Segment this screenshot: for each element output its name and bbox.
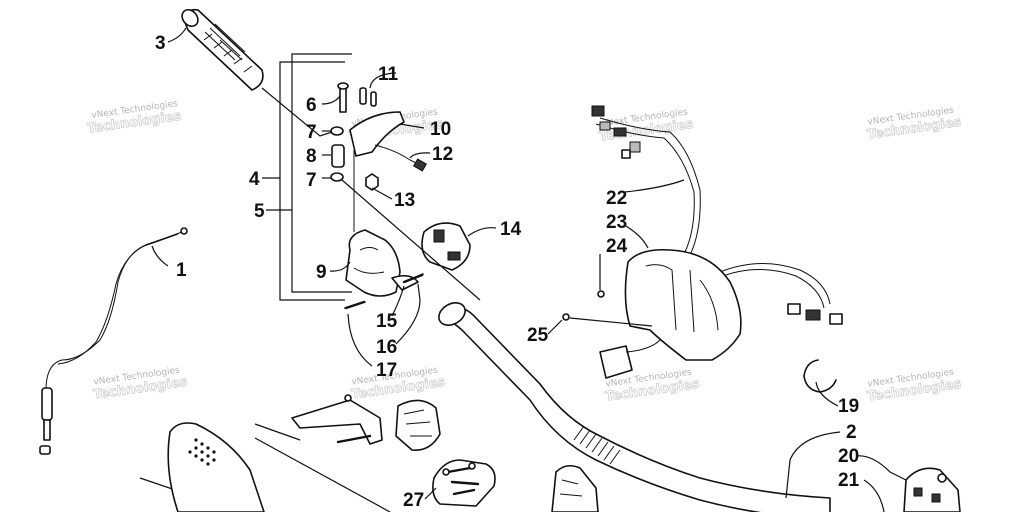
- callout-13: 13: [394, 190, 415, 211]
- callout-2: 2: [846, 422, 857, 443]
- assembly-bracket: [279, 53, 352, 301]
- callout-6: 6: [306, 95, 317, 116]
- throttle-housing: [345, 150, 419, 297]
- handlebar: [438, 302, 831, 512]
- right-control-block: [903, 467, 961, 512]
- hand-guard: [139, 422, 391, 512]
- callout-1: 1: [176, 260, 187, 281]
- bolt-stack: [330, 82, 349, 182]
- brake-lever: [291, 394, 441, 451]
- callout-25: 25: [527, 325, 549, 346]
- wiring-harness: [591, 105, 843, 325]
- handlebar-switch: [421, 222, 471, 271]
- leader-lines: [151, 27, 907, 512]
- retaining-ring: [803, 359, 837, 393]
- callout-10: 10: [430, 119, 451, 140]
- callout-19: 19: [838, 396, 859, 417]
- switch-housing: [562, 248, 742, 379]
- callout-23: 23: [606, 212, 627, 233]
- callout-5: 5: [254, 201, 265, 222]
- callout-22: 22: [606, 188, 627, 209]
- handlebar-clamp: [551, 464, 599, 512]
- callout-7-upper: 7: [306, 122, 317, 143]
- callout-7-lower: 7: [306, 170, 317, 191]
- callout-27: 27: [403, 490, 424, 511]
- callout-labels: 3 4 5 6 7 8 7 11 10 12 13 14 9 1 15 16 1…: [155, 33, 860, 511]
- callout-11: 11: [378, 64, 399, 85]
- mounting-plate: [432, 459, 496, 507]
- watermarks: Technologies vNext Technologies Technolo…: [86, 99, 963, 405]
- callout-3: 3: [155, 33, 166, 54]
- callout-15: 15: [376, 311, 398, 332]
- callout-20: 20: [838, 446, 859, 467]
- callout-17: 17: [376, 360, 397, 381]
- callout-9: 9: [316, 262, 327, 283]
- callout-24: 24: [606, 236, 628, 257]
- callout-4: 4: [249, 169, 260, 190]
- callout-8: 8: [306, 146, 317, 167]
- callout-14: 14: [500, 219, 522, 240]
- throttle-cable: [39, 227, 188, 455]
- callout-12: 12: [432, 144, 453, 165]
- callout-16: 16: [376, 337, 397, 358]
- screws: [344, 273, 424, 310]
- callout-21: 21: [838, 470, 860, 491]
- throttle-switch-parts: [349, 87, 428, 191]
- handlebar-grip: [181, 8, 264, 91]
